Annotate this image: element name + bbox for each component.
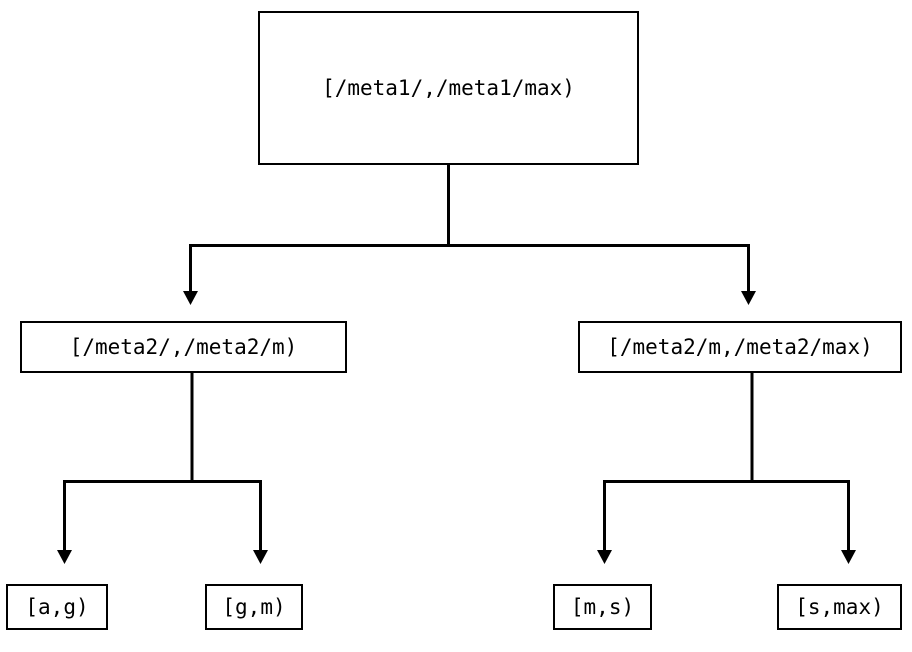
edge-line xyxy=(750,373,850,550)
node-mid-right[interactable]: [/meta2/m,/meta2/max) xyxy=(578,321,902,373)
edge-mid-left-to-leaf-ag xyxy=(57,373,194,564)
edge-line xyxy=(447,165,750,291)
edge-root-to-mid-right xyxy=(447,165,756,305)
node-root[interactable]: [/meta1/,/meta1/max) xyxy=(258,11,639,165)
arrowhead-icon xyxy=(183,291,198,305)
node-leaf-ms[interactable]: [m,s) xyxy=(553,584,652,630)
node-leaf-ag[interactable]: [a,g) xyxy=(6,584,108,630)
node-leaf-smax[interactable]: [s,max) xyxy=(777,584,902,630)
edge-mid-right-to-leaf-smax xyxy=(750,373,856,564)
arrowhead-icon xyxy=(841,550,856,564)
arrowhead-icon xyxy=(57,550,72,564)
arrowhead-icon xyxy=(253,550,268,564)
edge-mid-left-to-leaf-gm xyxy=(190,373,268,564)
edge-root-to-mid-left xyxy=(183,165,450,305)
edge-mid-right-to-leaf-ms xyxy=(597,373,754,564)
arrowhead-icon xyxy=(597,550,612,564)
edge-line xyxy=(190,373,262,550)
node-mid-left[interactable]: [/meta2/,/meta2/m) xyxy=(20,321,347,373)
edge-line xyxy=(189,165,450,291)
edge-line xyxy=(603,373,754,550)
arrowhead-icon xyxy=(741,291,756,305)
edge-line xyxy=(63,373,194,550)
node-leaf-gm[interactable]: [g,m) xyxy=(205,584,303,630)
